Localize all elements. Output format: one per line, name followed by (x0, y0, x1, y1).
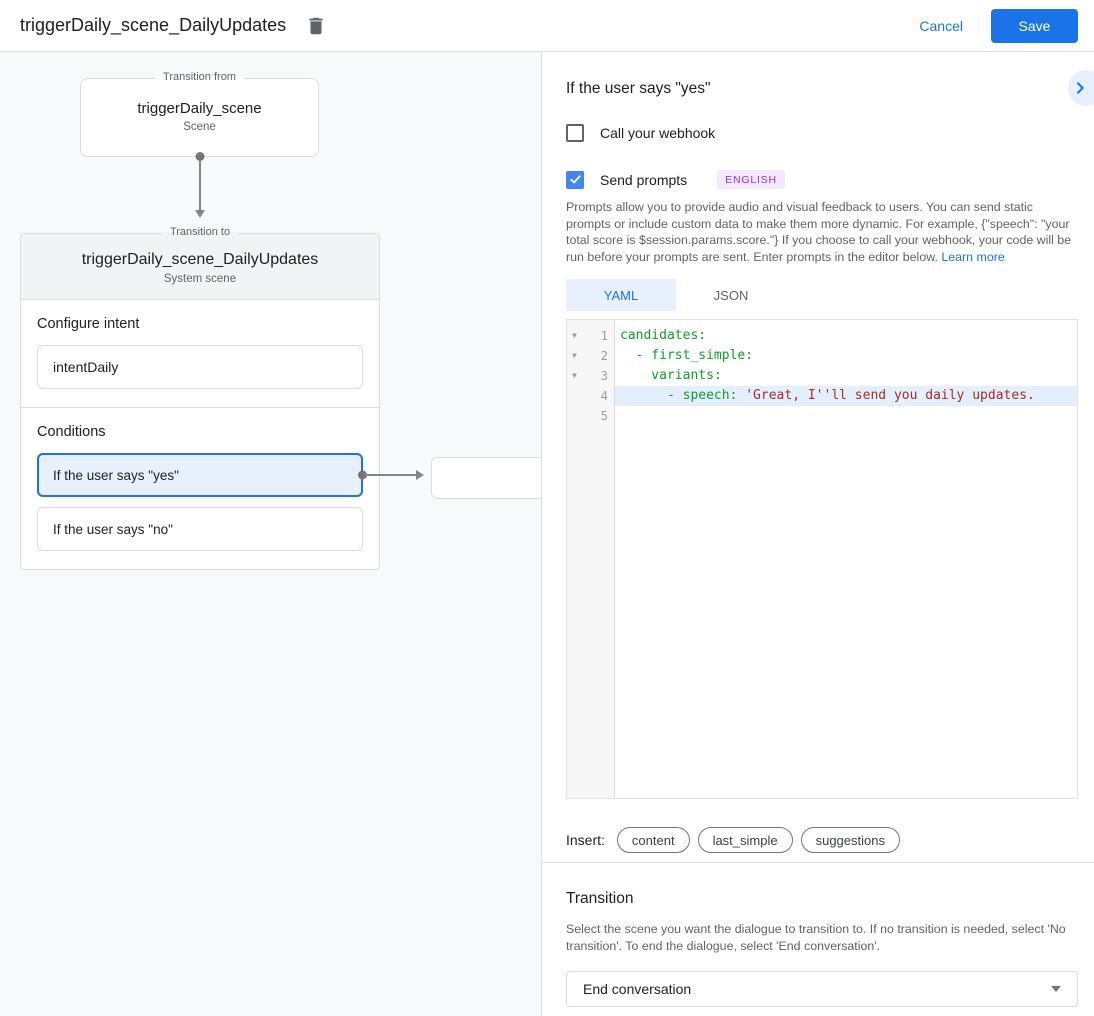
transition-title: Transition (566, 890, 634, 907)
code-line: ▼ 2 - first_simple: (567, 346, 1077, 366)
from-scene-title: triggerDaily_scene (137, 100, 262, 117)
code-line: 5 (567, 406, 1077, 426)
page-title: triggerDaily_scene_DailyUpdates (20, 15, 287, 35)
cancel-button[interactable]: Cancel (919, 17, 963, 34)
section-divider (542, 862, 1094, 863)
fold-spacer (567, 406, 584, 426)
to-scene-subtitle: System scene (163, 273, 237, 285)
learn-more-link[interactable]: Learn more (941, 249, 1005, 264)
from-scene-subtitle: Scene (183, 121, 216, 133)
connector-dot (358, 470, 367, 480)
transition-to-legend: Transition to (161, 226, 239, 238)
card-divider (21, 407, 379, 408)
conditions-section: Conditions If the user says "yes" If the… (21, 408, 424, 569)
send-prompts-checkbox[interactable] (566, 170, 584, 189)
chevron-right-icon (1077, 82, 1084, 94)
panel-title: If the user says "yes" (566, 80, 711, 97)
insert-suggestions-chip[interactable]: suggestions (800, 827, 900, 853)
condition-item-no[interactable]: If the user says "no" (37, 507, 363, 551)
fold-icon[interactable]: ▼ (572, 351, 577, 360)
send-prompts-label: Send prompts (600, 171, 688, 188)
code-text: variants: (620, 368, 722, 383)
transition-description: Select the scene you want the dialogue t… (566, 922, 1066, 953)
code-line-highlighted: 4 - speech: 'Great, I''ll send you daily… (567, 386, 1077, 406)
line-number: 4 (600, 388, 608, 403)
call-webhook-label: Call your webhook (600, 125, 716, 141)
code-line: ▼ 3 variants: (567, 366, 1077, 386)
condition-label: If the user says "yes" (53, 467, 179, 483)
trash-icon (309, 17, 323, 34)
prompt-code-editor[interactable]: ▼ 1 candidates: ▼ 2 - first_simple: ▼ 3 … (566, 319, 1078, 799)
connector-line (198, 160, 201, 210)
collapse-panel-button[interactable] (1068, 70, 1094, 106)
insert-label: Insert: (566, 832, 605, 848)
tab-json[interactable]: JSON (713, 287, 749, 303)
prompts-description-text: Prompts allow you to provide audio and v… (566, 200, 1072, 264)
call-webhook-checkbox[interactable] (566, 124, 584, 142)
fold-icon[interactable]: ▼ (572, 331, 577, 340)
configure-intent-label: Configure intent (37, 316, 140, 332)
fold-icon[interactable]: ▼ (572, 371, 577, 380)
fold-spacer (567, 386, 584, 406)
insert-content-chip[interactable]: content (616, 827, 690, 853)
language-badge: ENGLISH (717, 170, 785, 189)
delete-button[interactable] (302, 12, 330, 40)
intent-field[interactable]: intentDaily (37, 345, 363, 389)
arrowhead-down-icon (194, 210, 205, 218)
insert-last-simple-chip[interactable]: last_simple (697, 827, 793, 853)
dropdown-caret-icon (1051, 986, 1061, 992)
line-number: 2 (600, 348, 608, 363)
connector-line (364, 474, 418, 476)
line-number: 5 (600, 408, 608, 423)
transition-select-value: End conversation (583, 981, 692, 997)
transition-to-card[interactable]: Transition to triggerDaily_scene_DailyUp… (20, 226, 424, 570)
editor-format-tabs: YAML JSON (566, 279, 1078, 311)
arrowhead-right-icon (416, 470, 424, 480)
scene-canvas: Transition from triggerDaily_scene Scene… (0, 52, 565, 1016)
connector-dot (195, 152, 204, 161)
code-text: - speech: (620, 388, 746, 403)
to-scene-title: triggerDaily_scene_DailyUpdates (81, 251, 319, 268)
tab-yaml[interactable]: YAML (566, 279, 676, 311)
transition-from-card[interactable]: Transition from triggerDaily_scene Scene (80, 71, 319, 218)
insert-row: Insert: content last_simple suggestions (566, 827, 1078, 853)
condition-label: If the user says "no" (53, 521, 173, 537)
to-scene-header: triggerDaily_scene_DailyUpdates System s… (21, 234, 379, 300)
condition-item-yes[interactable]: If the user says "yes" (37, 453, 424, 497)
save-button[interactable]: Save (991, 8, 1078, 43)
code-string: 'Great, I''ll send you daily updates. (745, 388, 1035, 403)
condition-detail-panel: If the user says "yes" Call your webhook… (541, 52, 1094, 1016)
transition-select[interactable]: End conversation (566, 971, 1078, 1007)
prompts-description: Prompts allow you to provide audio and v… (566, 199, 1078, 265)
code-text: candidates: (620, 328, 707, 343)
line-number: 1 (600, 328, 608, 343)
configure-intent-section: Configure intent intentDaily (21, 300, 379, 407)
transition-from-legend: Transition from (155, 71, 244, 83)
conditions-label: Conditions (37, 424, 106, 440)
checkmark-icon (569, 175, 581, 184)
top-bar: triggerDaily_scene_DailyUpdates Cancel S… (0, 0, 1094, 52)
code-line: ▼ 1 candidates: (567, 326, 1077, 346)
line-number: 3 (600, 368, 608, 383)
code-text: - first_simple: (620, 348, 754, 363)
